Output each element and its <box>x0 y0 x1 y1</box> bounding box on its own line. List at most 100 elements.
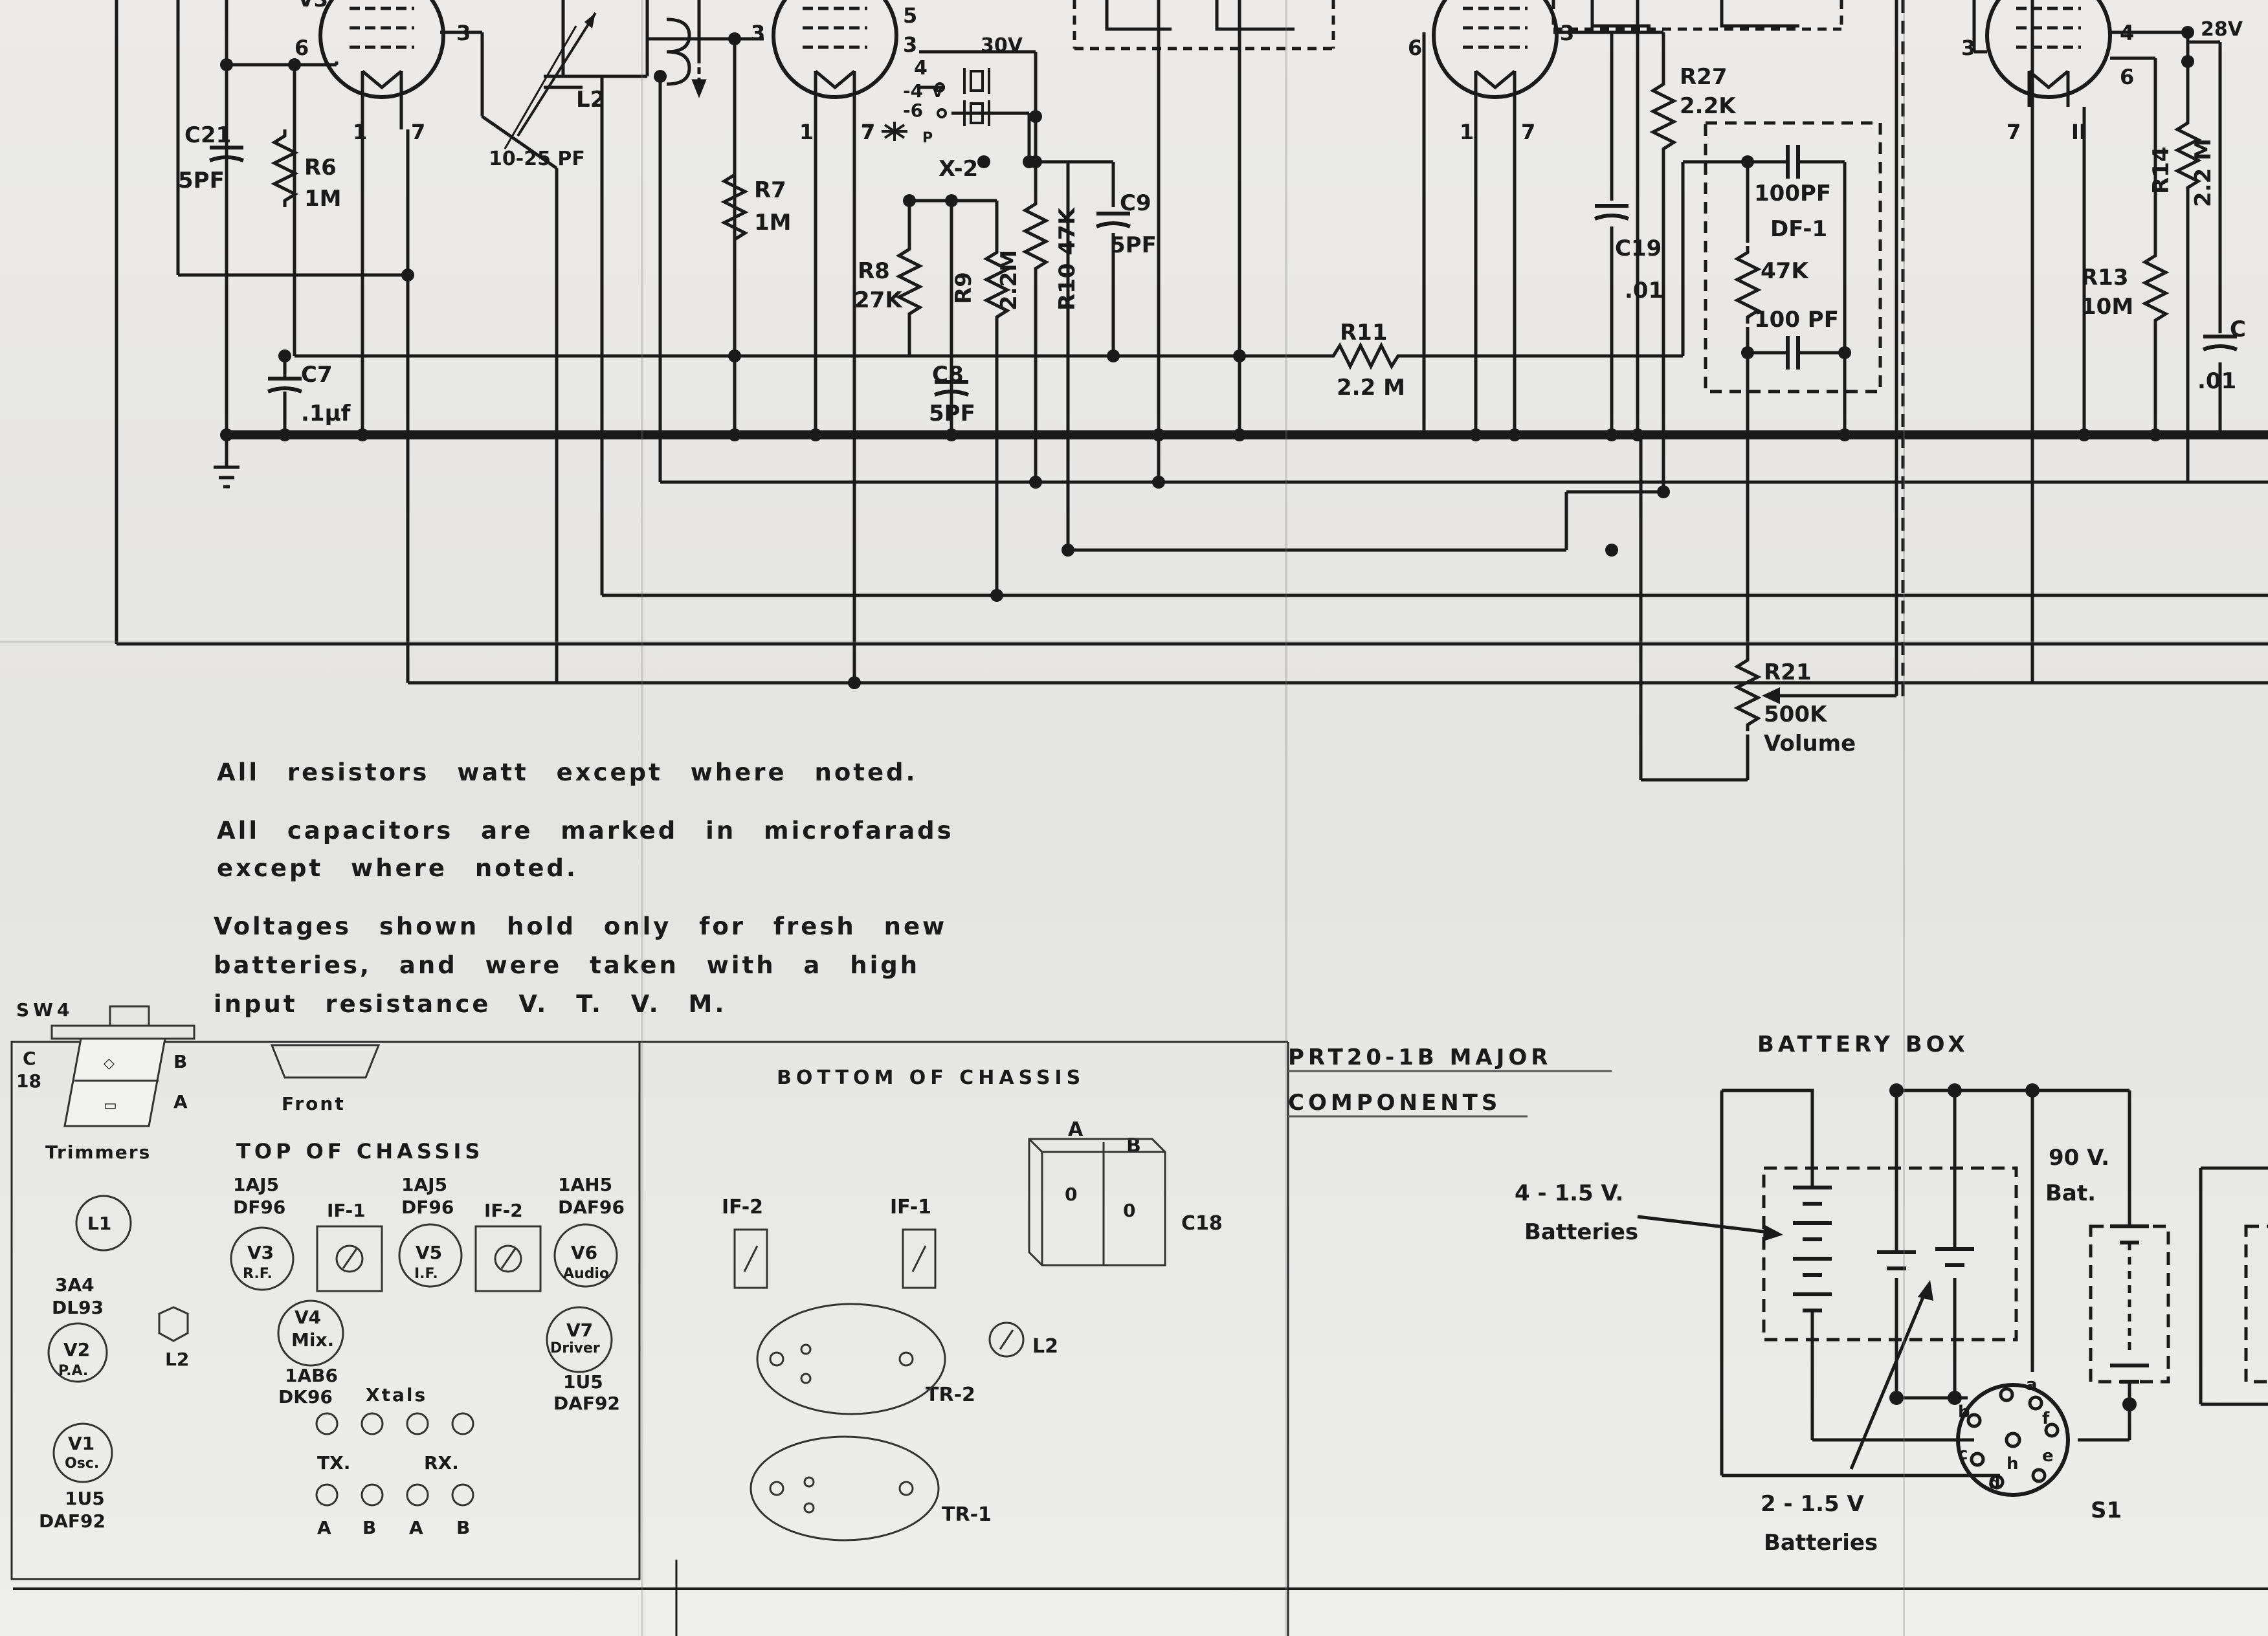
tr2-label: TR-2 <box>926 1384 975 1406</box>
bottom-of-chassis-panel: BOTTOM OF CHASSIS IF-2 IF-1 A B C18 L2 T… <box>722 1067 1223 1542</box>
c-end-label: C <box>2230 316 2246 342</box>
battery-2x-name: Batteries <box>1764 1530 1878 1556</box>
df1-100pf-b: 100 PF <box>1754 307 1839 333</box>
c7-value: .1µf <box>301 401 351 426</box>
tube-v3-pin: 7 <box>411 120 425 144</box>
c18-label: C18 <box>1181 1212 1223 1235</box>
tube-v3-pin: 1 <box>353 120 367 144</box>
battery-90v-name: Bat. <box>2045 1180 2096 1206</box>
tube-v7-pin: 3 <box>1961 36 1975 60</box>
note-line-6: input resistance V. T. V. M. <box>214 990 727 1018</box>
resistor-r10 <box>1025 197 1046 275</box>
major-line1: PRT20-1B MAJOR <box>1288 1045 1551 1070</box>
r8-label: R8 <box>858 258 890 284</box>
s1-pin-e: e <box>2042 1446 2054 1466</box>
v4-code: DK96 <box>278 1386 333 1408</box>
xtal-a1-label: A <box>317 1517 331 1538</box>
s1-pin-f: f <box>2042 1409 2050 1428</box>
v1-role: Osc. <box>65 1455 99 1472</box>
s1-pin-b: b <box>1958 1402 1970 1422</box>
v7-role: Driver <box>550 1340 600 1356</box>
voltage-30v: 30V <box>981 34 1023 57</box>
junction-dots <box>220 26 2194 689</box>
s1-pin-c: c <box>1958 1444 1968 1464</box>
c18-a-label: A <box>1068 1118 1084 1141</box>
v2-role: P.A. <box>58 1363 88 1379</box>
top-of-chassis-panel: ◇ ▭ SW4 C 18 B A Trimmers Front TOP OF C… <box>10 999 1289 1636</box>
r27-label: R27 <box>1680 64 1728 90</box>
coil-l2 <box>666 17 707 98</box>
capacitor-df1-100pf-b <box>1788 336 1798 370</box>
df1-47k: 47K <box>1761 258 1809 284</box>
c9-label: C9 <box>1120 190 1151 216</box>
tube-v6-pin: 7 <box>1521 120 1535 144</box>
c-end-value: .01 <box>2197 368 2236 394</box>
switch-s1-label: S1 <box>2091 1498 2122 1523</box>
r9-value: 2.2M <box>996 250 1022 311</box>
r13-label: R13 <box>2081 265 2129 291</box>
c9-value: 5PF <box>1110 232 1157 258</box>
resistor-r8 <box>899 243 920 320</box>
c18-b-label: B <box>1126 1134 1141 1157</box>
r27-value: 2.2K <box>1680 93 1737 119</box>
battery-4x-label: 4 - 1.5 V. <box>1515 1180 1623 1206</box>
v4-label: V4 <box>295 1307 321 1328</box>
tube-v5-pin: 5 <box>903 3 917 28</box>
tube-v7-pin: 7 <box>2007 120 2021 144</box>
v4-role: Mix. <box>291 1329 334 1351</box>
note-line-5: batteries, and were taken with a high <box>214 951 920 979</box>
svg-text:◇: ◇ <box>104 1056 115 1072</box>
voltage-unit: V <box>932 85 943 101</box>
trimmer-label: 10-25 PF <box>489 148 585 170</box>
note-line-4: Voltages shown hold only for fresh new <box>214 912 948 940</box>
v6-code: DAF96 <box>558 1197 625 1218</box>
if2-label: IF-2 <box>484 1200 523 1221</box>
pin-7-label: 7 <box>861 122 874 144</box>
tube-v7-pin: 4 <box>2120 21 2134 45</box>
resistor-r6 <box>274 129 295 207</box>
paper-fold <box>641 0 643 1636</box>
r21-value: 500K <box>1764 702 1828 727</box>
front-label: Front <box>282 1093 346 1114</box>
battery-box: BATTERY BOX 4 - 1.5 V. Batteries 2 - 1.5… <box>1515 1032 2268 1556</box>
v1-type: 1U5 <box>65 1488 105 1509</box>
capacitor-df1-100pf-a <box>1788 145 1798 179</box>
r13-value: 10M <box>2081 294 2133 320</box>
v7-label: V7 <box>566 1320 593 1341</box>
c8-value: 5PF <box>929 401 975 426</box>
tube-v6 <box>1434 0 1557 107</box>
c21-value: 5PF <box>178 168 225 193</box>
tube-v7-pin: II <box>2071 120 2087 144</box>
c19-label: C19 <box>1615 236 1662 261</box>
crystal-x2-label: X-2 <box>939 156 978 182</box>
voltage-pin4: 4 <box>914 57 928 80</box>
xtals-label: Xtals <box>366 1384 427 1406</box>
v3-code: DF96 <box>233 1197 285 1218</box>
r6-label: R6 <box>304 155 337 181</box>
paper-fold <box>1285 0 1287 1636</box>
tube-v6-pin: 3 <box>1560 21 1574 45</box>
r14-value: 2.2 M <box>2190 138 2216 207</box>
v3-label: V3 <box>247 1242 274 1263</box>
bottom-l2-label: L2 <box>1032 1335 1058 1358</box>
bottom-if2-label: IF-2 <box>722 1196 763 1219</box>
c21-label: C21 <box>184 122 231 148</box>
r7-value: 1M <box>754 210 792 236</box>
battery-2x-label: 2 - 1.5 V <box>1761 1491 1865 1517</box>
voltage-minus4: -4 <box>903 80 923 102</box>
note-line-1: All resistors watt except where noted. <box>217 758 918 786</box>
v2-type: 3A4 <box>55 1274 94 1296</box>
xtal-b2-label: B <box>456 1517 470 1538</box>
r7-label: R7 <box>754 177 786 203</box>
bottom-of-chassis-title: BOTTOM OF CHASSIS <box>777 1067 1085 1089</box>
r10-label: R10 47K <box>1054 206 1080 311</box>
tube-v6-pin: 1 <box>1460 120 1474 144</box>
tube-v3-pin: 3 <box>456 21 471 45</box>
top-of-chassis-title: TOP OF CHASSIS <box>236 1139 484 1164</box>
v5-label: V5 <box>416 1242 442 1263</box>
svg-text:0: 0 <box>1123 1200 1135 1221</box>
trimmers-label: Trimmers <box>45 1142 151 1163</box>
xtal-b1-label: B <box>362 1517 376 1538</box>
